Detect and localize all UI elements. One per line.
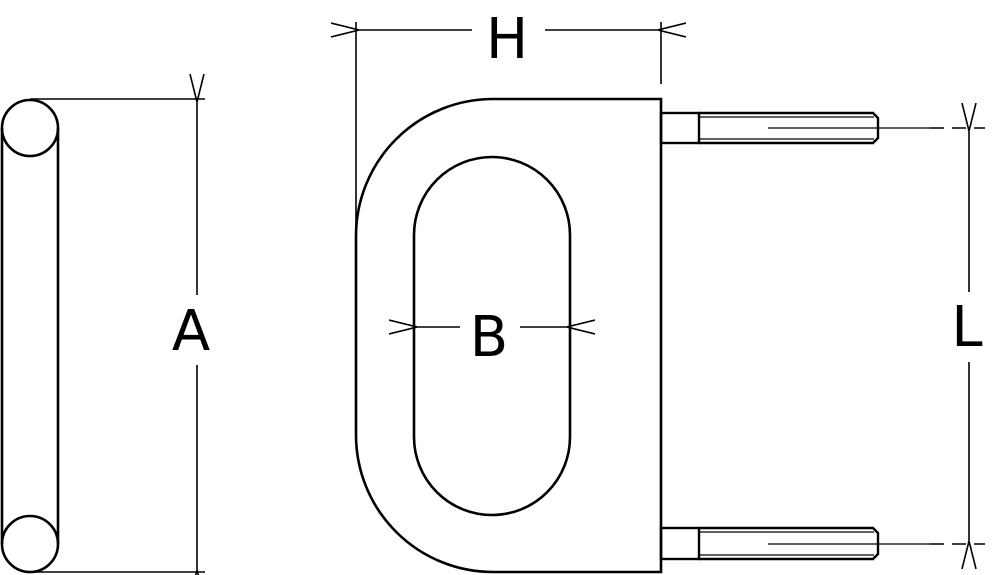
- dimension-b-label: B: [470, 305, 508, 370]
- dimension-a-label: A: [172, 299, 210, 364]
- u-inner-slot: [412, 155, 572, 517]
- dimension-a: [30, 99, 205, 572]
- threaded-stud-bottom: [659, 526, 930, 561]
- u-body-outline: [354, 97, 663, 574]
- stud-top-shank: [659, 111, 701, 145]
- dimension-h: [356, 22, 661, 236]
- threaded-stud-top: [659, 111, 930, 145]
- dimension-l: [930, 128, 985, 544]
- side-view-bottom-circle: [0, 514, 60, 574]
- side-view-top-circle: [0, 98, 60, 158]
- front-view: [354, 97, 663, 574]
- dimension-l-label: L: [951, 295, 982, 360]
- side-view: [0, 98, 60, 574]
- dimension-h-label: H: [486, 7, 528, 72]
- stud-bottom-shank: [659, 526, 701, 561]
